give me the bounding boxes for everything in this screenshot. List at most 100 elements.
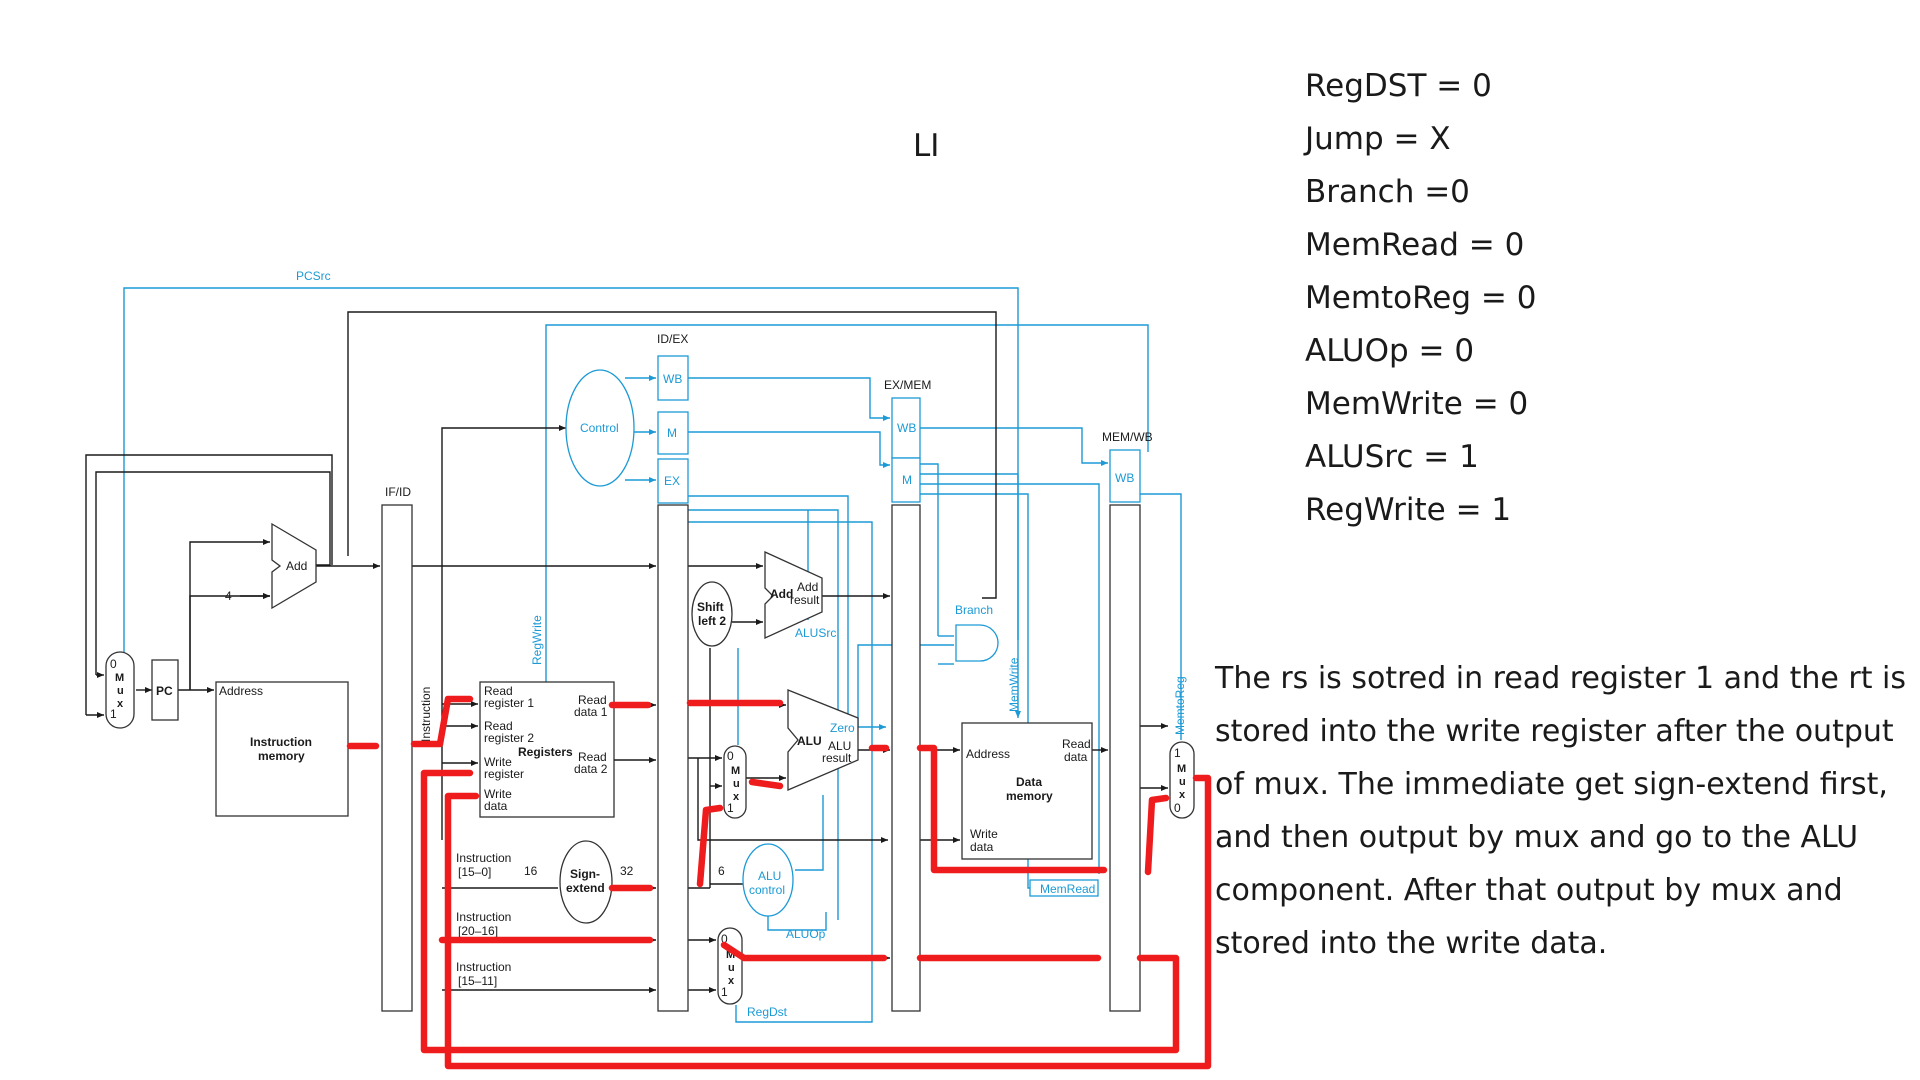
signal-branch: Branch =0 [1305, 174, 1470, 210]
svg-text:ALU: ALU [828, 739, 851, 753]
svg-text:data 2: data 2 [574, 762, 608, 776]
data-wires [85, 311, 1168, 993]
if-id-label: IF/ID [385, 485, 411, 499]
svg-text:register 1: register 1 [484, 696, 534, 710]
registers-name: Registers [518, 745, 573, 759]
id-ex-ex-field: EX [664, 474, 680, 488]
instruction-memory: Address Instruction memory [215, 681, 349, 817]
svg-text:Read: Read [484, 719, 513, 733]
pipeline-register-ex-mem: EX/MEM WB M [884, 378, 931, 1012]
control-wires [123, 287, 1182, 1023]
svg-text:0: 0 [721, 932, 728, 946]
svg-text:x: x [728, 975, 735, 987]
svg-text:1: 1 [110, 707, 117, 721]
memtoreg-mux: 1 0 M u x [1169, 741, 1195, 819]
alu-zero-label: Zero [830, 721, 855, 735]
svg-text:register: register [484, 767, 524, 781]
control-signal-list: RegDST = 0 Jump = X Branch =0 MemRead = … [1305, 64, 1536, 541]
svg-text:data: data [970, 840, 994, 854]
svg-text:M: M [1177, 763, 1186, 775]
svg-text:Read: Read [1062, 737, 1091, 751]
svg-text:Address: Address [966, 747, 1010, 761]
data-memory: Address Read data Write data Data memory [961, 722, 1093, 860]
svg-text:[20–16]: [20–16] [458, 924, 498, 938]
svg-text:u: u [728, 962, 735, 974]
svg-text:Instruction: Instruction [456, 960, 511, 974]
memwrite-label: MemWrite [1007, 657, 1021, 712]
svg-text:u: u [733, 778, 740, 790]
width-32-label: 32 [620, 864, 634, 878]
branch-adder: Add Add result [764, 550, 823, 640]
signal-memtoreg: MemtoReg = 0 [1305, 280, 1537, 316]
svg-text:0: 0 [110, 657, 117, 671]
svg-text:[15–11]: [15–11] [458, 974, 497, 988]
im-address-label: Address [219, 684, 263, 698]
width-16-label: 16 [524, 864, 538, 878]
pc-adder-label: Add [286, 559, 307, 573]
svg-text:Instruction: Instruction [456, 851, 511, 865]
mem-wb-label: MEM/WB [1102, 430, 1153, 444]
svg-text:data: data [1064, 750, 1088, 764]
im-name-line2: memory [258, 749, 305, 763]
pipeline-register-id-ex: ID/EX WB M EX [657, 332, 689, 1012]
svg-text:control: control [749, 883, 785, 897]
memtoreg-label: MemtoReg [1173, 676, 1187, 735]
svg-text:0: 0 [727, 749, 734, 763]
svg-text:data: data [484, 799, 508, 813]
svg-text:result: result [822, 751, 852, 765]
im-name-line1: Instruction [250, 735, 312, 749]
alu-control-unit: ALU control [742, 843, 794, 917]
svg-text:Read: Read [484, 684, 513, 698]
signal-memwrite: MemWrite = 0 [1305, 386, 1529, 422]
id-ex-label: ID/EX [657, 332, 688, 346]
ex-mem-label: EX/MEM [884, 378, 931, 392]
svg-text:Write: Write [970, 827, 998, 841]
svg-text:left 2: left 2 [698, 614, 726, 628]
svg-text:x: x [733, 791, 740, 803]
shift-left-2-unit: Shift left 2 [691, 581, 733, 647]
alusrc-label: ALUSrc [795, 626, 836, 640]
svg-text:Instruction: Instruction [456, 910, 511, 924]
pc-adder: Add 4 [225, 522, 317, 610]
svg-text:register 2: register 2 [484, 731, 534, 745]
memread-label: MemRead [1040, 882, 1095, 896]
svg-text:Sign-: Sign- [570, 867, 600, 881]
svg-text:u: u [117, 685, 124, 697]
pipeline-register-mem-wb: MEM/WB WB [1102, 430, 1153, 1012]
constant-four: 4 [225, 589, 232, 603]
register-file: Read register 1 Read register 2 Write re… [479, 681, 615, 818]
alusrc-mux: 0 1 M u x [723, 745, 747, 819]
width-6-label: 6 [718, 864, 725, 878]
svg-text:Read: Read [578, 693, 607, 707]
svg-text:[15–0]: [15–0] [458, 865, 491, 879]
explanation-text: The rs is sotred in read register 1 and … [1215, 661, 1906, 961]
branch-label: Branch [955, 603, 993, 617]
control-unit: Control [565, 369, 635, 487]
sign-extend-unit: Sign- extend [559, 840, 613, 924]
svg-text:1: 1 [1174, 746, 1181, 760]
svg-text:M: M [726, 949, 735, 961]
svg-text:1: 1 [721, 985, 728, 999]
svg-text:0: 0 [1174, 801, 1181, 815]
regdst-label: RegDst [747, 1005, 788, 1019]
regdst-mux: 0 1 M u x [717, 927, 743, 1005]
pc-label: PC [156, 684, 173, 698]
svg-text:extend: extend [566, 881, 605, 895]
svg-text:x: x [1179, 789, 1186, 801]
branch-and-gate: Branch [955, 603, 999, 662]
id-ex-m-field: M [667, 426, 677, 440]
ex-mem-wb-field: WB [897, 421, 916, 435]
highlighted-li-path [346, 695, 1212, 1070]
svg-text:u: u [1179, 776, 1186, 788]
svg-text:M: M [115, 672, 124, 684]
regwrite-label: RegWrite [530, 615, 544, 665]
svg-text:Shift: Shift [697, 600, 724, 614]
pcsrc-label: PCSrc [296, 269, 331, 283]
signal-memread: MemRead = 0 [1305, 227, 1525, 263]
instruction-title: LI [913, 128, 940, 164]
svg-text:1: 1 [727, 801, 734, 815]
svg-text:x: x [117, 698, 124, 710]
pc-mux: 0 1 M u x [105, 651, 135, 729]
mem-wb-wb-field: WB [1115, 471, 1134, 485]
